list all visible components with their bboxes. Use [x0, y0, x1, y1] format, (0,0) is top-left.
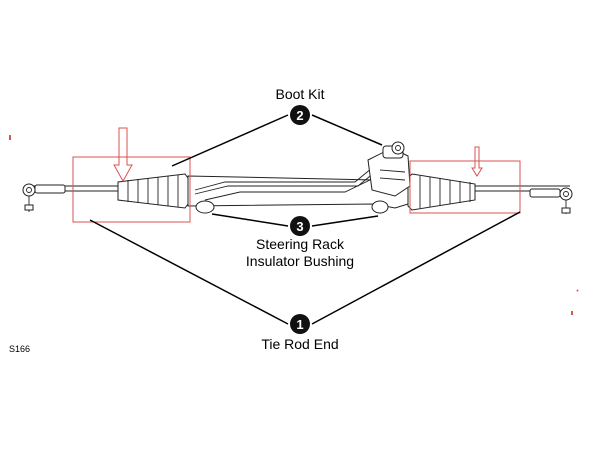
figure-id: S166	[9, 344, 30, 354]
bushing-label-line2: Insulator Bushing	[246, 253, 354, 269]
callout-tie-rod-end: 1 Tie Rod End	[261, 314, 339, 352]
left-down-arrow	[113, 127, 133, 183]
valve-body	[367, 141, 411, 197]
left-tie-rod-end	[22, 183, 66, 212]
right-boot	[407, 173, 476, 211]
callout-boot-kit: 2 Boot Kit	[275, 86, 325, 125]
callout-bushing: 3 Steering Rack Insulator Bushing	[246, 216, 354, 269]
boot-kit-label: Boot Kit	[275, 86, 324, 102]
highlight-markings	[9, 127, 579, 315]
leader-lines	[89, 114, 521, 325]
tie-rod-end-label: Tie Rod End	[261, 336, 338, 352]
right-tie-rod-end	[529, 187, 573, 214]
red-tick	[576, 289, 579, 292]
right-down-arrow	[471, 146, 483, 177]
callout-1-badge	[290, 314, 310, 334]
callout-3-badge	[290, 216, 310, 236]
callout-2-number: 2	[296, 108, 303, 123]
rack-housing	[187, 159, 409, 214]
left-boot	[117, 173, 189, 209]
callout-2-badge	[290, 105, 310, 125]
callout-1-number: 1	[296, 317, 303, 332]
left-highlight-box	[72, 156, 191, 223]
right-highlight-box	[409, 160, 521, 214]
bushing-label-line1: Steering Rack	[256, 236, 345, 252]
callout-3-number: 3	[296, 219, 303, 234]
